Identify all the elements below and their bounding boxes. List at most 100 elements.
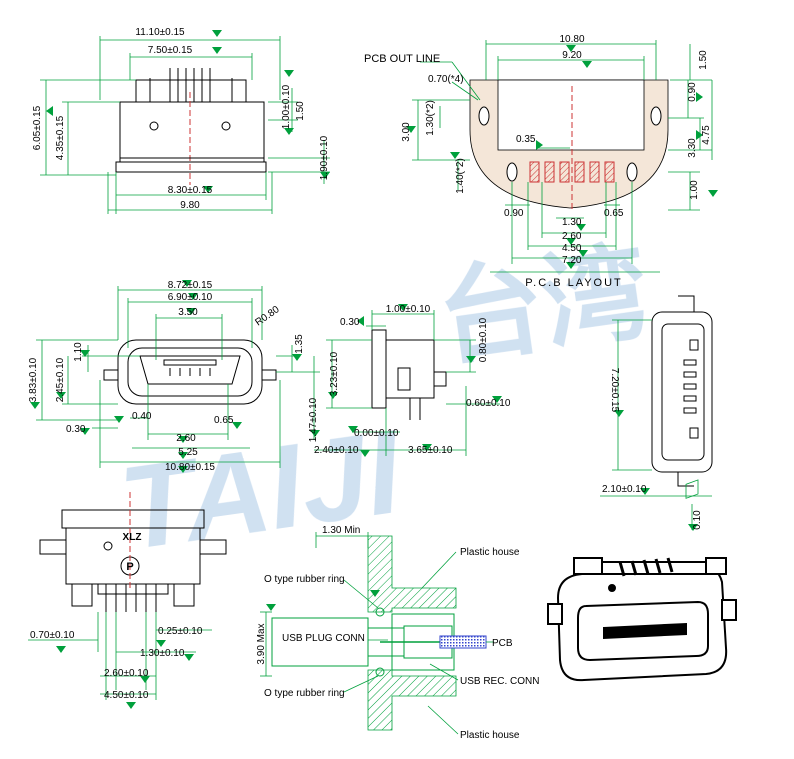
dim-side-2-40: 2.40±0.10 xyxy=(314,445,359,456)
front-view-contacts xyxy=(169,368,211,376)
pcb-slot-left xyxy=(478,106,490,126)
dim-right-2-10: 2.10±0.10 xyxy=(602,484,647,495)
right-view-inner xyxy=(661,323,705,461)
label-max-dim: 3.90 Max xyxy=(256,623,267,664)
dim-pcb-0-90: 0.90 xyxy=(504,208,524,219)
dim-side-0-00: 0.00±0.10 xyxy=(354,428,399,439)
dim-bottom-1-30: 1.30±0.10 xyxy=(140,648,185,659)
dim-bottom-0-70: 0.70±0.10 xyxy=(30,630,75,641)
dim-top-step2: 1.50 xyxy=(295,101,306,121)
dim-front-1-47: 1.47±0.10 xyxy=(308,397,319,442)
right-view xyxy=(651,295,713,487)
bottom-view-leg-left xyxy=(71,583,93,607)
dim-pcb-0-65: 0.65 xyxy=(604,208,624,219)
dim-pcb-4-50: 4.50 xyxy=(562,243,582,254)
section-plastic-house-top xyxy=(367,535,457,613)
dim-pcb-3-00: 3.00 xyxy=(401,122,412,142)
side-view xyxy=(371,329,447,420)
dim-pcb-0-90-right: 0.90 xyxy=(687,82,698,102)
dim-front-10-80: 10.80±0.15 xyxy=(165,462,215,473)
side-view-dimensions xyxy=(314,310,500,456)
bottom-view-arrows xyxy=(56,640,194,709)
top-view xyxy=(115,68,267,185)
top-view-back xyxy=(135,79,247,103)
dim-pcb-width: 10.80 xyxy=(559,34,584,45)
dim-side-0-80: 0.80±0.10 xyxy=(478,317,489,362)
bottom-view-leg-right xyxy=(173,583,195,607)
dim-pcb-2-60: 2.60 xyxy=(562,231,582,242)
pcb-layout-title: P.C.B LAYOUT xyxy=(525,277,623,289)
dim-front-3-50: 3.50 xyxy=(178,307,198,318)
iso-side-tab-left xyxy=(547,603,563,625)
front-view-port xyxy=(139,355,241,385)
dim-front-2-60: 2.60 xyxy=(176,433,196,444)
top-view-hole-left xyxy=(149,121,159,131)
top-view-body xyxy=(119,101,265,163)
bottom-view-mark: XLZ P xyxy=(123,532,142,573)
section-arrows xyxy=(266,590,380,611)
front-view-tab-left xyxy=(103,369,119,381)
label-usb-plug: USB PLUG CONN xyxy=(282,633,365,644)
dim-top-flange-width: 8.30±0.15 xyxy=(168,185,213,196)
dim-pcb-pitch: 1.30 xyxy=(562,217,582,228)
bottom-view-text: 0.70±0.10 0.25±0.10 1.30±0.10 2.60±0.10 … xyxy=(30,626,203,701)
label-plastic-house-bottom: Plastic house xyxy=(460,730,520,741)
front-view-arrows xyxy=(30,280,320,473)
bottom-view-hole xyxy=(103,541,113,551)
dim-front-8-72: 8.72±0.15 xyxy=(168,280,213,291)
dim-front-6-90: 6.90±0.10 xyxy=(168,292,213,303)
label-plastic-house-top: Plastic house xyxy=(460,547,520,558)
bottom-view-dimensions xyxy=(28,612,212,700)
pcb-dimensions xyxy=(412,40,713,273)
dim-pcb-7-20: 7.20 xyxy=(562,255,582,266)
bottom-view xyxy=(39,492,227,612)
top-view-dim-text: 11.10±0.15 7.50±0.15 6.05±0.15 4.35±0.15… xyxy=(32,27,330,211)
side-view-window xyxy=(397,367,411,391)
section-plastic-house-bottom xyxy=(367,669,457,731)
front-view-tab-right xyxy=(261,369,277,381)
pcb-layout xyxy=(469,79,669,210)
watermark-hanzi: 台湾 xyxy=(431,234,655,379)
front-view xyxy=(103,339,277,405)
pcb-body-outline xyxy=(497,79,645,151)
dim-pcb-1-50: 1.50 xyxy=(698,50,709,70)
label-o-ring-top: O type rubber ring xyxy=(264,574,345,585)
dim-side-1-00: 1.00±0.10 xyxy=(386,304,431,315)
right-view-contacts xyxy=(683,359,697,414)
dim-front-1-10: 1.10 xyxy=(73,342,84,362)
right-view-text: 7.20±0.15 2.10±0.10 0.10 xyxy=(602,368,703,530)
dim-front-0-30: 0.30 xyxy=(66,424,86,435)
dim-pcb-pad-width: 0.35 xyxy=(516,134,536,145)
side-view-arrows xyxy=(328,304,502,457)
dim-pcb-inner: 9.20 xyxy=(562,50,582,61)
right-view-outer xyxy=(651,311,713,473)
pcb-slot-br xyxy=(626,162,638,182)
bottom-view-tab-left xyxy=(39,539,67,555)
dim-front-5-25: 5.25 xyxy=(178,447,198,458)
side-view-tail xyxy=(434,371,447,387)
dim-pcb-4-75: 4.75 xyxy=(701,125,712,145)
dim-top-flange: 1.90±0.10 xyxy=(319,135,330,180)
dim-front-1-35: 1.35 xyxy=(294,334,305,354)
dim-front-radius: R0.80 xyxy=(253,304,282,329)
pcb-arrows xyxy=(406,45,718,269)
iso-tab-right xyxy=(705,557,727,575)
front-view-dimensions xyxy=(36,286,320,468)
label-usb-rec: USB REC. CONN xyxy=(460,676,539,687)
dim-side-3-65: 3.65±0.10 xyxy=(408,445,453,456)
dim-top-height: 6.05±0.15 xyxy=(32,105,43,150)
bottom-view-pin-block xyxy=(97,583,169,595)
pcb-pads xyxy=(529,161,615,183)
dim-side-3-23: 3.23±0.10 xyxy=(329,351,340,396)
bottom-view-pins xyxy=(105,584,157,612)
right-view-top-tab xyxy=(678,295,695,312)
dim-pcb-3-30: 3.30 xyxy=(687,138,698,158)
right-view-bottom-tab xyxy=(677,472,694,487)
isometric-view xyxy=(547,557,737,682)
dim-pcb-slot-height: 1.30(*2) xyxy=(425,100,436,136)
pcb-slot-right xyxy=(650,106,662,126)
side-view-text: 1.00±0.10 0.30 0.80±0.10 3.23±0.10 0.60±… xyxy=(314,304,511,456)
dim-right-7-20: 7.20±0.15 xyxy=(609,368,620,413)
dim-pcb-pad-slot: 1.40(*2) xyxy=(455,158,466,194)
